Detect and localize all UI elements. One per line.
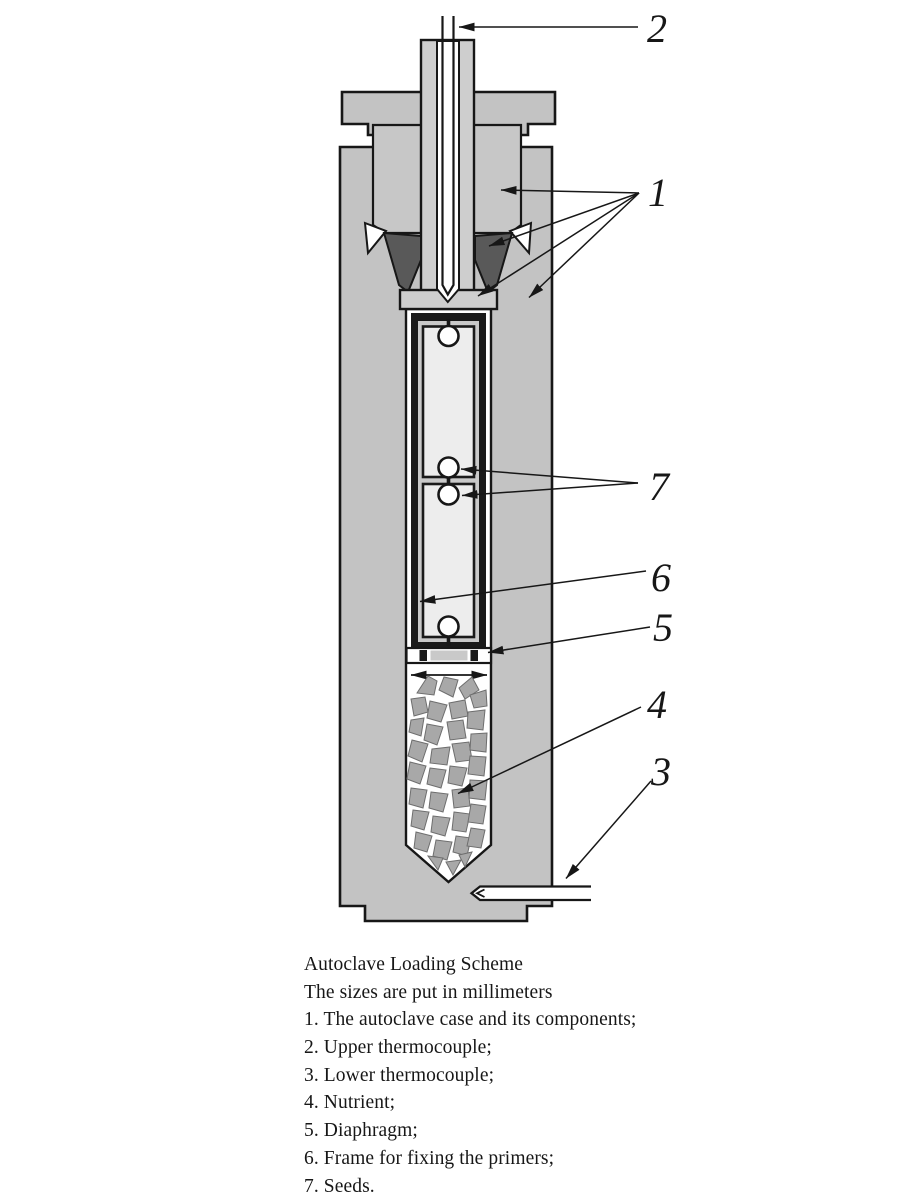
leader-1c bbox=[477, 192, 640, 297]
figure-caption: Autoclave Loading Scheme The sizes are p… bbox=[304, 951, 636, 1200]
part-label-5: 5 bbox=[653, 605, 673, 650]
upper-thermocouple-channel bbox=[436, 40, 460, 304]
part-label-1: 1 bbox=[648, 170, 668, 215]
leader-5 bbox=[487, 626, 651, 655]
leader-1a bbox=[500, 185, 640, 195]
leader-1d bbox=[528, 192, 640, 299]
diaphragm-block bbox=[419, 650, 427, 661]
leader-lines bbox=[419, 22, 652, 879]
nutrient-chunks bbox=[406, 675, 488, 877]
leader-1b bbox=[488, 192, 640, 247]
part-label-7: 7 bbox=[649, 464, 671, 509]
legend-item: 1. The autoclave case and its components… bbox=[304, 1009, 637, 1031]
leader-7a bbox=[460, 465, 639, 484]
autoclave-diagram: 2 1 7 6 5 4 3 bbox=[338, 6, 673, 923]
lower-thermocouple bbox=[469, 885, 591, 902]
frame-cell-lower bbox=[421, 482, 476, 639]
frame-cell-upper bbox=[421, 325, 476, 479]
part-label-2: 2 bbox=[647, 6, 667, 51]
seed bbox=[437, 456, 460, 479]
part-label-6: 6 bbox=[651, 555, 671, 600]
legend-item: 3. Lower thermocouple; bbox=[304, 1064, 495, 1086]
relief-wedge-left bbox=[363, 221, 388, 256]
seeds bbox=[437, 324, 460, 638]
upper-thermocouple-wire bbox=[441, 16, 455, 297]
seed bbox=[437, 324, 460, 348]
diaphragm-middle bbox=[430, 650, 468, 661]
seed bbox=[437, 615, 460, 638]
caption-title: Autoclave Loading Scheme bbox=[304, 954, 523, 975]
legend-item: 7. Seeds. bbox=[304, 1175, 375, 1197]
part-label-4: 4 bbox=[647, 682, 667, 727]
leader-7b bbox=[461, 482, 639, 499]
caption-subtitle: The sizes are put in millimeters bbox=[304, 981, 553, 1003]
diaphragm bbox=[405, 646, 493, 665]
part-label-3: 3 bbox=[650, 749, 671, 794]
leader-3 bbox=[565, 780, 652, 879]
seal-left bbox=[382, 231, 422, 294]
lower-thermocouple-tip bbox=[474, 888, 485, 898]
legend-item: 5. Diaphragm; bbox=[304, 1120, 418, 1142]
seed bbox=[437, 483, 460, 506]
legend-item: 6. Frame for fixing the primers; bbox=[304, 1147, 555, 1169]
leader-6 bbox=[419, 570, 647, 604]
leader-4 bbox=[457, 706, 642, 795]
legend-item: 2. Upper thermocouple; bbox=[304, 1037, 492, 1059]
legend-item: 4. Nutrient; bbox=[304, 1092, 396, 1114]
seal-right bbox=[474, 231, 514, 294]
diaphragm-block bbox=[470, 650, 478, 661]
relief-wedge-right bbox=[508, 221, 533, 256]
